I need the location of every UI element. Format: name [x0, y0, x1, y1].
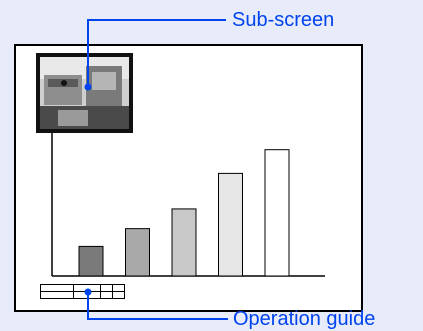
- operation-guide-label: Operation guide: [233, 308, 376, 330]
- sub-screen: [36, 53, 133, 133]
- callout-sub-screen-line: [84, 19, 226, 91]
- chart-bars: [78, 149, 290, 277]
- callout-operation-guide-line: [84, 288, 228, 320]
- chart-bar-1: [78, 245, 104, 277]
- chart-bar-4: [218, 172, 243, 277]
- chart-bar-5: [264, 149, 290, 277]
- operation-guide-box: [40, 284, 125, 299]
- chart-bar-3: [171, 208, 197, 277]
- sub-screen-label: Sub-screen: [232, 9, 335, 31]
- chart-bar-2: [125, 228, 150, 277]
